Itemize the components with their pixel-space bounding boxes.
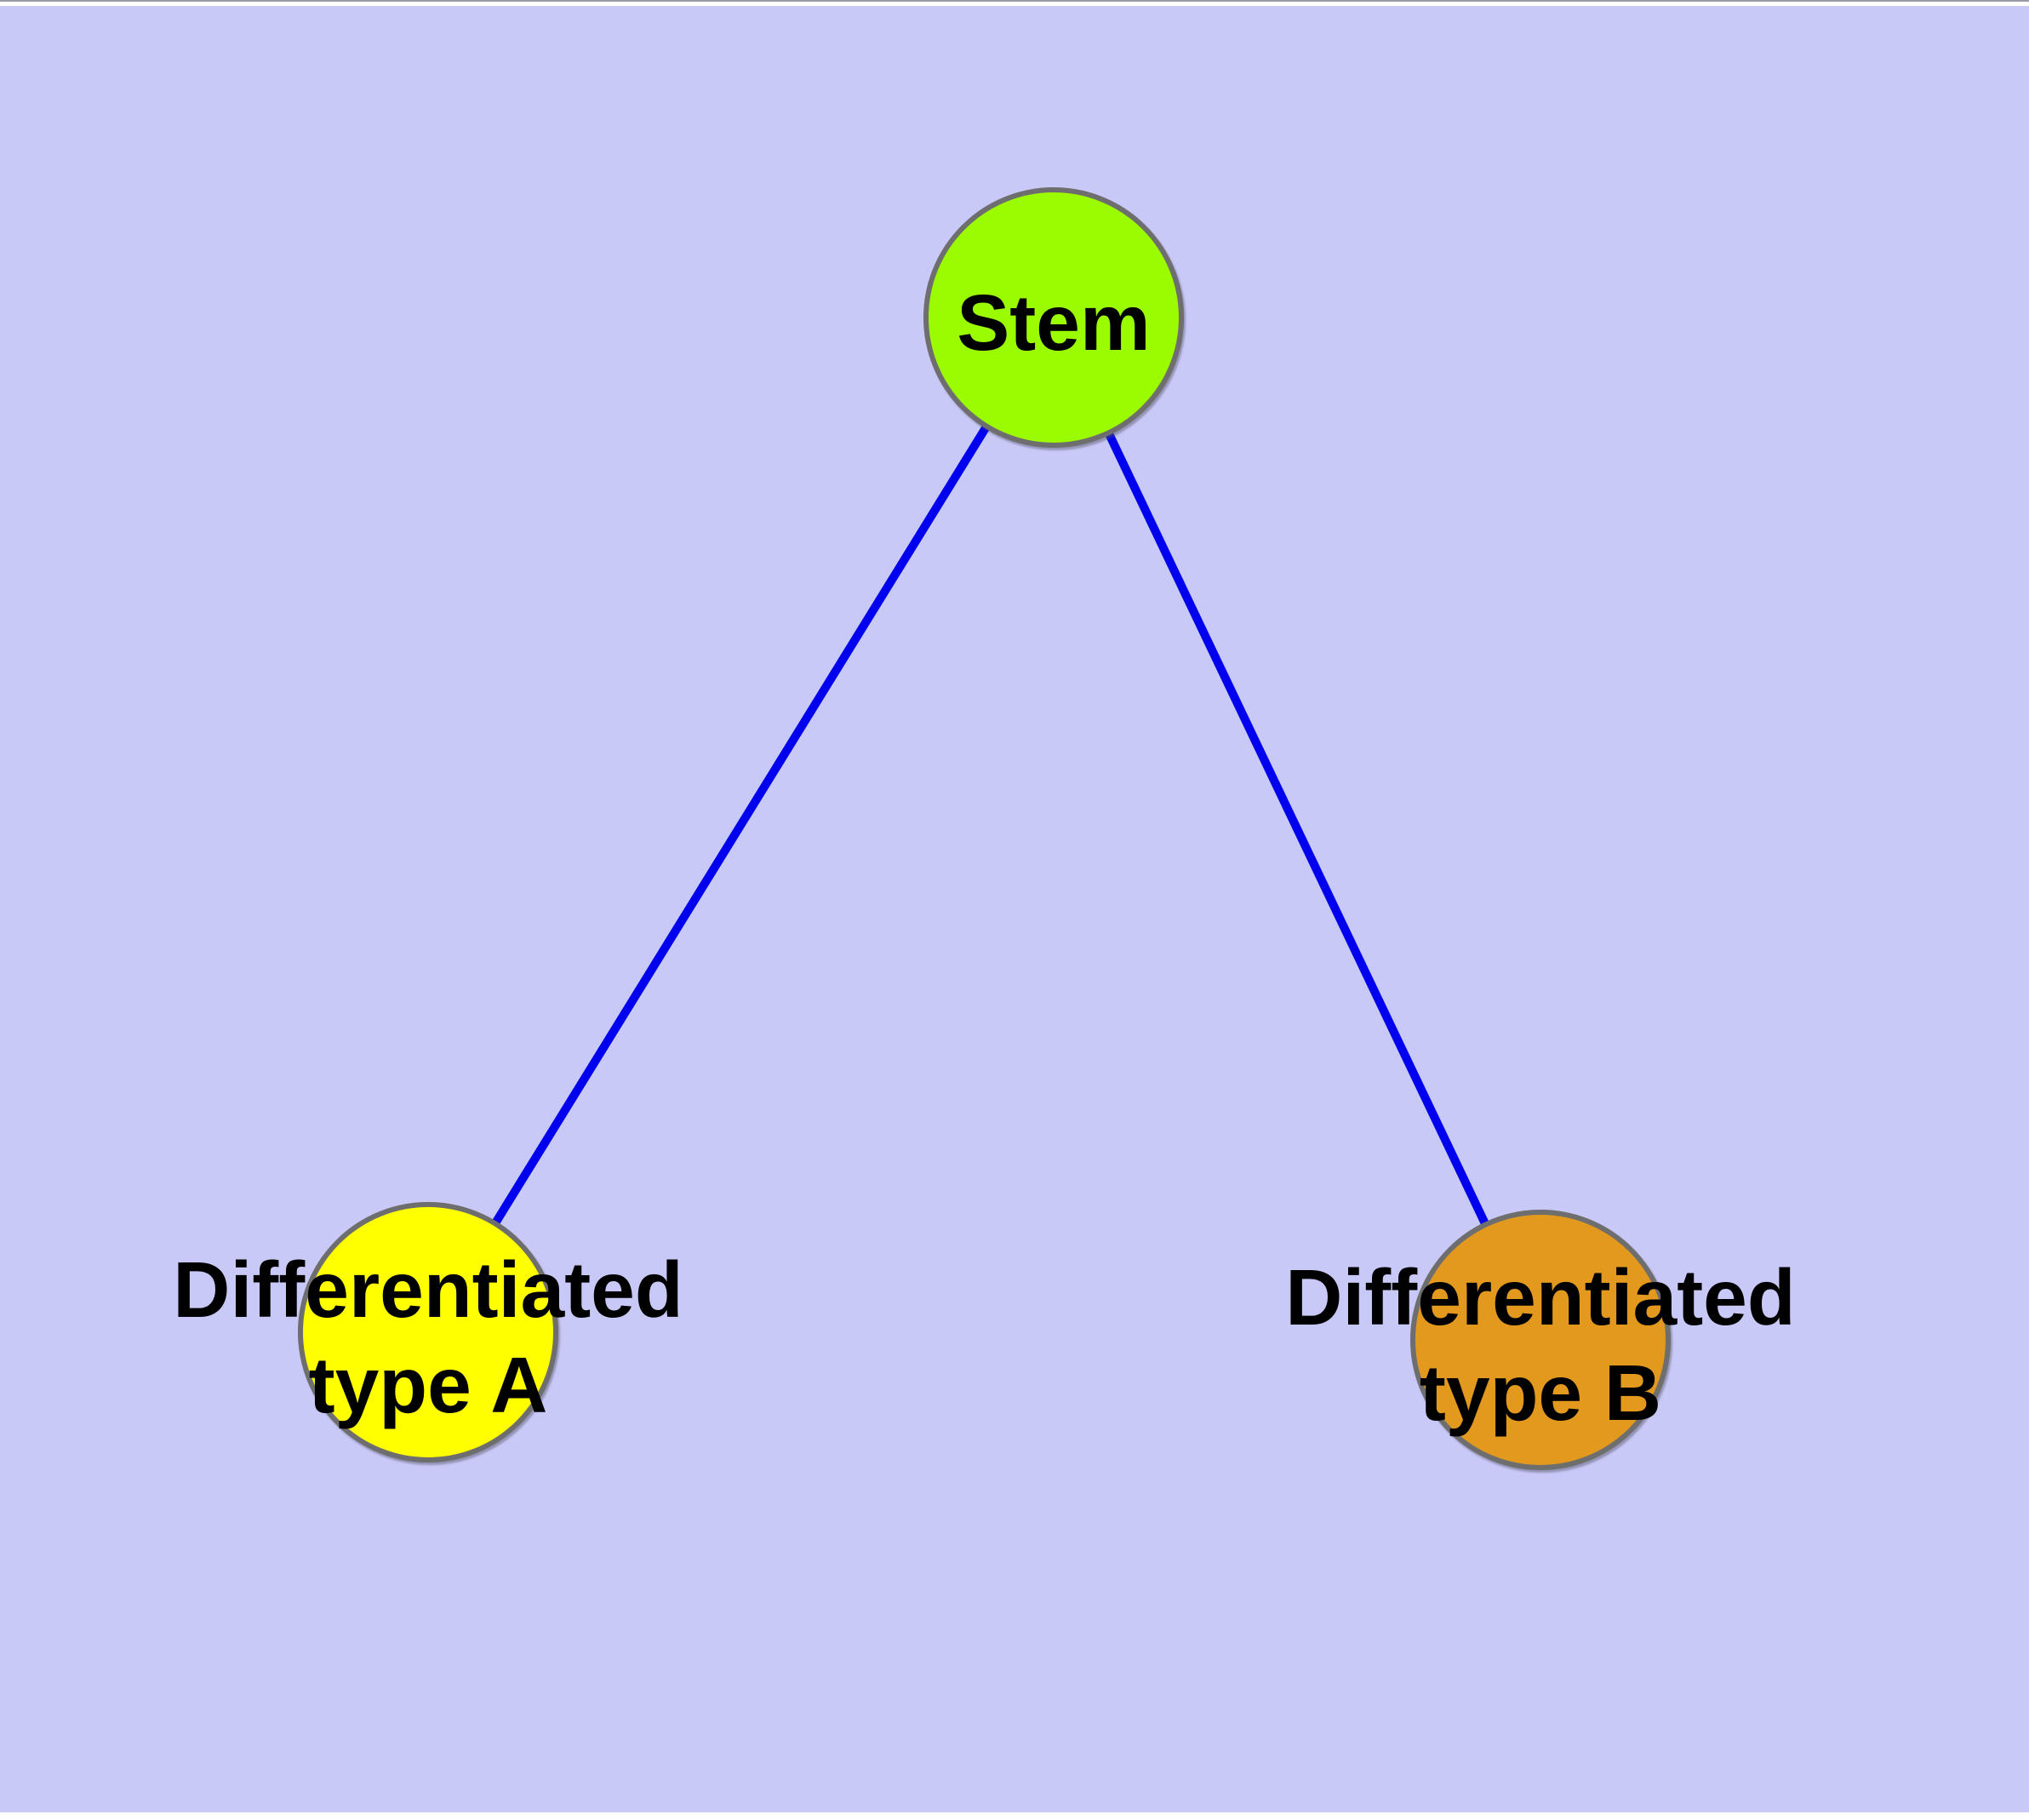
node-stem[interactable] — [923, 187, 1184, 448]
window-top-edge — [0, 0, 2029, 2]
node-differentiated-type-b[interactable] — [1410, 1210, 1671, 1470]
edge-stem-to-type-b[interactable] — [1049, 315, 1545, 1342]
edges-layer — [424, 315, 1545, 1342]
graph-canvas: Stem Differentiated type A Differentiate… — [0, 6, 2029, 1812]
edge-stem-to-type-a[interactable] — [424, 315, 1058, 1335]
node-differentiated-type-a[interactable] — [298, 1202, 558, 1462]
